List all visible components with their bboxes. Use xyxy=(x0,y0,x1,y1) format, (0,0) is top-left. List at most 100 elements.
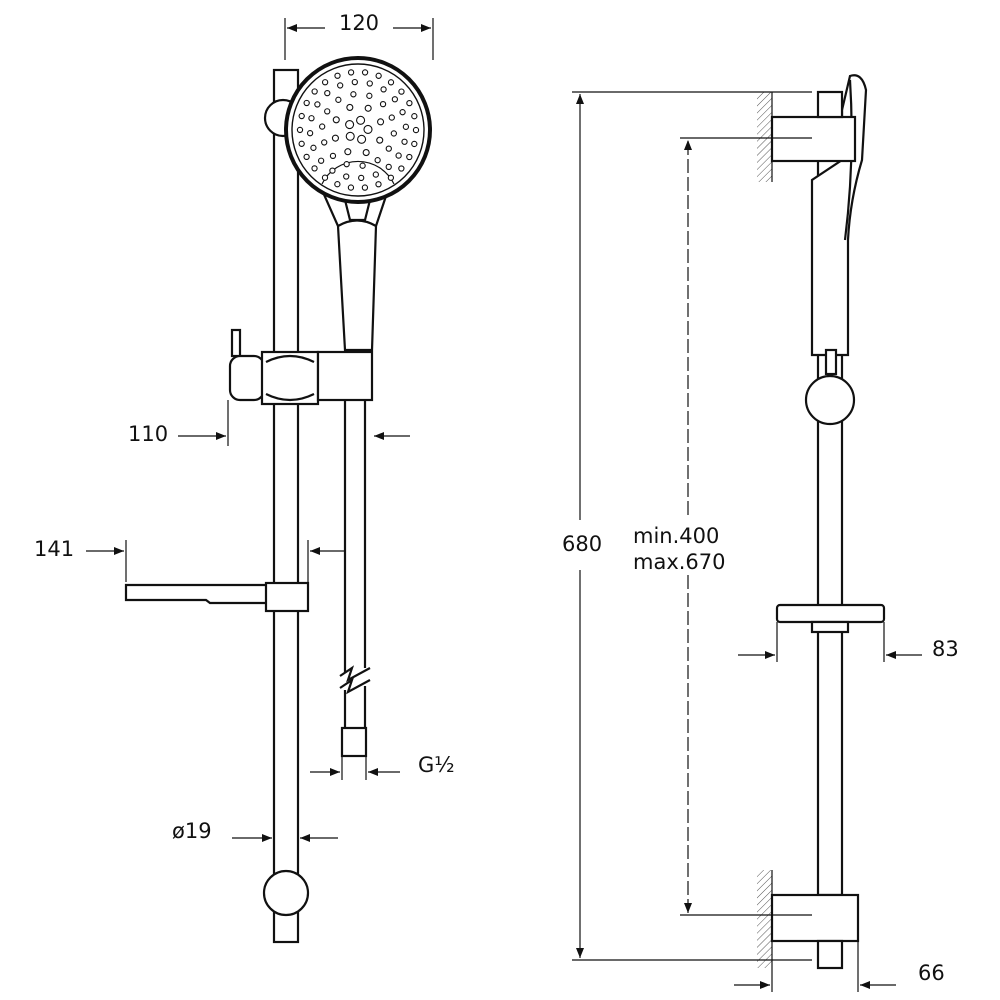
nozzle xyxy=(345,120,355,130)
nozzle xyxy=(345,131,355,141)
nozzle xyxy=(356,115,366,125)
nozzle xyxy=(406,99,413,107)
nozzle xyxy=(344,148,352,156)
nozzle xyxy=(399,109,406,116)
side-view: 680 min.400 max.670 83 66 xyxy=(560,74,959,992)
side-soap-dish xyxy=(775,603,886,634)
nozzle xyxy=(332,116,340,124)
nozzle xyxy=(363,124,373,135)
nozzle xyxy=(361,69,369,76)
dim-soap-dish-depth-label: 83 xyxy=(932,637,959,661)
nozzle xyxy=(321,139,328,146)
dim-max-label: max.670 xyxy=(633,550,726,574)
dimension-min400-max670: min.400 max.670 xyxy=(630,137,812,916)
hand-shower-handle xyxy=(320,182,390,352)
nozzle xyxy=(375,72,382,79)
nozzle xyxy=(306,130,314,137)
nozzle xyxy=(308,115,315,122)
slide-rail xyxy=(272,68,300,944)
nozzle xyxy=(321,79,329,86)
nozzle xyxy=(317,157,325,164)
nozzle xyxy=(377,118,385,126)
nozzle xyxy=(401,138,408,145)
dim-slider-offset-label: 110 xyxy=(128,422,168,446)
dim-min-label: min.400 xyxy=(633,524,719,548)
dimension-141: 141 xyxy=(34,537,346,582)
nozzle xyxy=(331,134,339,142)
nozzle xyxy=(376,136,384,144)
dim-hose-thread-label: G½ xyxy=(418,753,455,777)
nozzle xyxy=(343,173,350,180)
nozzle xyxy=(324,108,331,115)
nozzle xyxy=(337,82,344,89)
dim-total-height-label: 680 xyxy=(562,532,602,556)
nozzle xyxy=(347,69,355,76)
dimension-diameter-19: ø19 xyxy=(172,819,338,843)
nozzle xyxy=(298,112,305,120)
nozzle xyxy=(347,184,355,191)
bottom-wall-bracket xyxy=(262,869,310,917)
nozzle xyxy=(362,149,370,157)
nozzle xyxy=(364,104,372,112)
nozzle xyxy=(385,163,392,171)
nozzle-pattern xyxy=(296,69,420,191)
nozzle xyxy=(366,80,373,87)
dimension-120: 120 xyxy=(284,11,434,60)
nozzle xyxy=(334,181,341,188)
height-adjustable-slider xyxy=(228,328,374,406)
nozzle xyxy=(406,153,413,161)
dimension-66: 66 xyxy=(734,941,945,992)
soap-dish xyxy=(124,581,310,613)
nozzle xyxy=(395,152,402,159)
nozzle xyxy=(329,152,337,160)
nozzle xyxy=(366,92,373,99)
nozzle xyxy=(358,174,365,182)
nozzle xyxy=(411,140,418,148)
nozzle xyxy=(398,88,405,95)
front-view: 120 110 141 G½ ø19 xyxy=(34,11,455,944)
dimension-83: 83 xyxy=(738,622,959,662)
side-slider-knob xyxy=(804,374,856,426)
nozzle xyxy=(374,157,381,164)
dim-head-width-label: 120 xyxy=(339,11,379,35)
nozzle xyxy=(388,114,395,121)
dim-soap-dish-label: 141 xyxy=(34,537,74,561)
shower-head xyxy=(284,56,432,204)
nozzle xyxy=(334,72,341,79)
nozzle xyxy=(343,161,350,168)
nozzle xyxy=(346,103,354,111)
nozzle xyxy=(379,100,387,108)
nozzle xyxy=(375,181,382,188)
nozzle xyxy=(359,162,366,169)
nozzle xyxy=(310,144,317,151)
nozzle xyxy=(314,101,321,108)
nozzle xyxy=(319,123,326,130)
shower-hose xyxy=(339,400,371,758)
nozzle xyxy=(303,153,310,161)
nozzle xyxy=(390,130,397,137)
nozzle xyxy=(311,165,318,172)
nozzle xyxy=(357,134,367,144)
nozzle xyxy=(411,113,418,120)
dimension-680: 680 xyxy=(560,91,812,961)
nozzle xyxy=(385,145,392,152)
nozzle xyxy=(412,126,420,134)
nozzle xyxy=(387,174,395,181)
side-bottom-bracket xyxy=(770,893,860,943)
nozzle xyxy=(324,89,331,97)
dim-rail-diameter-label: ø19 xyxy=(172,819,212,843)
dimension-g-half: G½ xyxy=(310,753,455,780)
dimension-110: 110 xyxy=(128,400,410,446)
nozzle xyxy=(298,140,305,147)
nozzle xyxy=(335,96,342,103)
dim-wall-offset-label: 66 xyxy=(918,961,945,985)
nozzle xyxy=(350,91,357,98)
nozzle xyxy=(380,86,387,93)
wall-hatch-bottom xyxy=(757,870,772,968)
nozzle xyxy=(391,96,399,103)
nozzle xyxy=(329,167,336,174)
wall-hatch-top xyxy=(757,92,772,182)
nozzle xyxy=(321,174,329,181)
nozzle xyxy=(303,99,310,107)
